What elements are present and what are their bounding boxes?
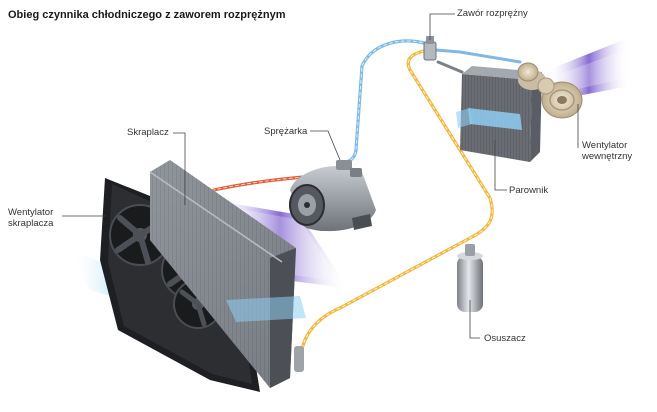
label-expansion-valve: Zawór rozprężny: [457, 8, 528, 19]
label-evaporator: Parownik: [509, 185, 549, 196]
evaporator-blower: [517, 62, 583, 119]
compressor: [289, 160, 376, 232]
label-dryer: Osuszacz: [484, 333, 526, 344]
label-condenser-fan: Wentylator skraplacza: [8, 207, 53, 229]
leader-evaporator: [494, 140, 507, 191]
leader-compressor: [310, 130, 341, 161]
evaporator: [456, 66, 542, 162]
leader-lines: [62, 13, 579, 339]
label-compressor: Sprężarka: [264, 126, 308, 137]
label-condenser-fan-line2: skraplacza: [8, 218, 54, 229]
leader-dryer: [469, 300, 480, 339]
label-evaporator-fan: Wentylator wewnętrzny: [582, 140, 632, 162]
leader-condenser: [173, 132, 186, 205]
dryer: [457, 244, 483, 312]
label-condenser-fan-line1: Wentylator: [8, 207, 54, 218]
leader-expansion-valve: [429, 13, 455, 40]
suction-line: [342, 39, 430, 164]
evaporator-cold-air: [468, 108, 522, 130]
label-evaporator-fan-line1: Wentylator: [582, 140, 628, 151]
cold-air-front: [226, 296, 306, 322]
label-evaporator-fan-line2: wewnętrzny: [582, 151, 633, 162]
diagram-title: Obieg czynnika chłodniczego z zaworem ro…: [8, 9, 286, 21]
label-condenser: Skraplacz: [127, 127, 169, 138]
